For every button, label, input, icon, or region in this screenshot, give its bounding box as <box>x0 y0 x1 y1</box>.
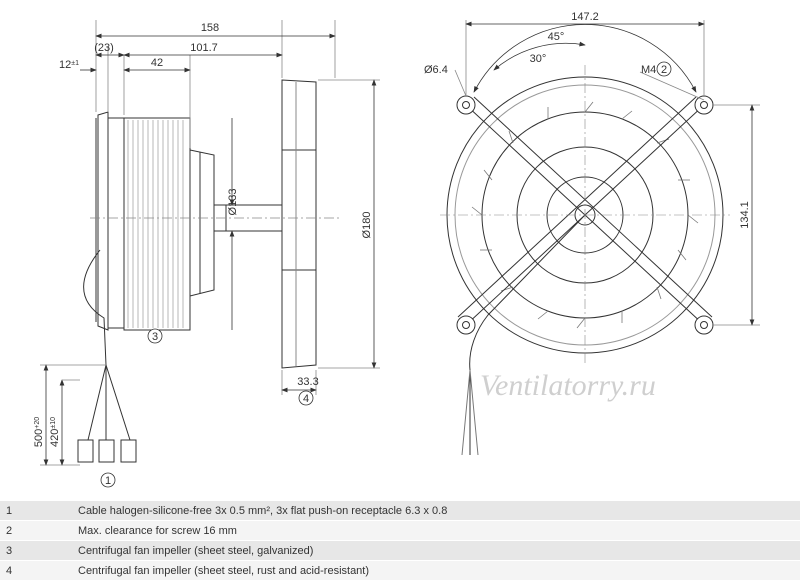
note-number: 1 <box>0 501 72 521</box>
note-text: Cable halogen-silicone-free 3x 0.5 mm², … <box>72 501 800 521</box>
note-text: Max. clearance for screw 16 mm <box>72 521 800 541</box>
dim-angle-30: 30° <box>530 53 547 65</box>
dim-impeller-width: 33.3 <box>297 376 318 388</box>
svg-text:3: 3 <box>152 331 158 343</box>
svg-text:2: 2 <box>661 64 667 76</box>
callout-screw: 2 <box>657 62 671 76</box>
dim-lead-long: 500+20 <box>33 417 45 447</box>
side-view <box>78 80 340 462</box>
dim-hub: 42 <box>151 57 163 69</box>
dim-lead-short: 420±10 <box>49 417 61 447</box>
note-number: 4 <box>0 561 72 580</box>
callout-cable: 1 <box>101 473 115 487</box>
dim-hole-diameter: Ø6.4 <box>424 64 448 76</box>
dim-motor-diameter: Ø133 <box>227 189 239 216</box>
dim-impeller-diameter: Ø180 <box>361 212 373 239</box>
dim-overall-length: 158 <box>201 22 219 34</box>
watermark: Ventilatorry.ru <box>480 369 656 402</box>
callout-impeller-ss: 4 <box>299 391 313 405</box>
note-number: 2 <box>0 521 72 541</box>
dim-flange: 12±1 <box>59 59 79 71</box>
svg-text:1: 1 <box>105 475 111 487</box>
dim-recess: (23) <box>94 42 114 54</box>
technical-drawing: 158 (23) 101.7 12±1 42 Ø133 Ø180 33.3 50… <box>0 0 800 500</box>
dim-body-length: 101.7 <box>190 42 218 54</box>
dim-front-height: 134.1 <box>739 201 751 229</box>
dim-angle-45: 45° <box>548 31 565 43</box>
callout-impeller: 3 <box>148 329 162 343</box>
dim-front-width: 147.2 <box>571 11 599 23</box>
dim-thread: M4 <box>641 64 656 76</box>
svg-text:4: 4 <box>303 393 309 405</box>
note-text: Centrifugal fan impeller (sheet steel, g… <box>72 541 800 561</box>
note-text: Centrifugal fan impeller (sheet steel, r… <box>72 561 800 580</box>
note-number: 3 <box>0 541 72 561</box>
